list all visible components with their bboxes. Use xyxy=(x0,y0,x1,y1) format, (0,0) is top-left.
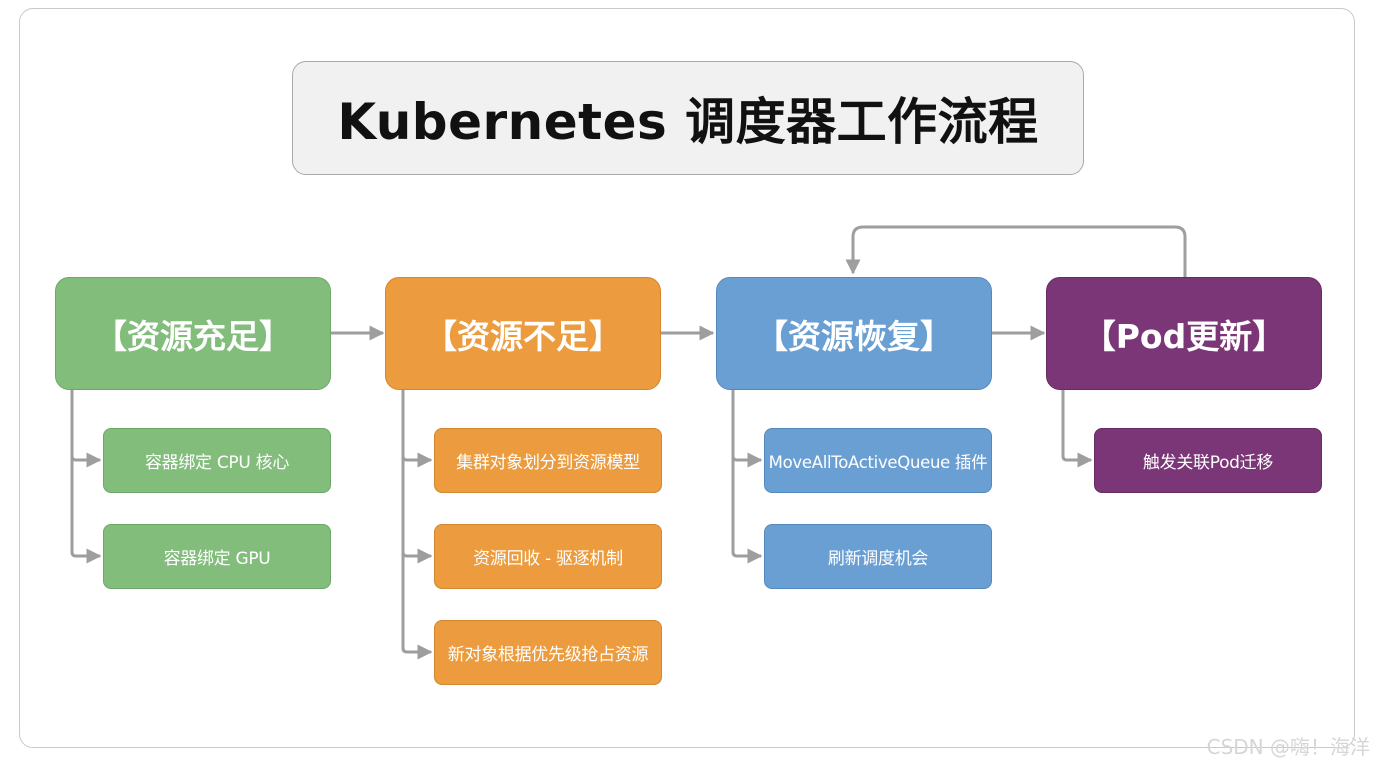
step-box: MoveAllToActiveQueue 插件 xyxy=(764,428,992,493)
step-label: 容器绑定 CPU 核心 xyxy=(144,453,290,473)
stage-label: 【资源不足】 xyxy=(424,316,622,356)
step-label: 容器绑定 GPU xyxy=(163,549,271,569)
diagram-title: Kubernetes 调度器工作流程 xyxy=(337,93,1039,151)
stage-label: 【Pod更新】 xyxy=(1082,316,1286,356)
step-label: 触发关联Pod迁移 xyxy=(1142,453,1274,473)
step-box: 刷新调度机会 xyxy=(764,524,992,589)
step-label: 新对象根据优先级抢占资源 xyxy=(447,645,649,665)
stage-box-resource-sufficient: 【资源充足】 xyxy=(55,277,331,390)
step-label: 资源回收 - 驱逐机制 xyxy=(473,549,623,569)
step-box: 新对象根据优先级抢占资源 xyxy=(434,620,662,685)
watermark: CSDN @嗨！海洋 xyxy=(1206,735,1370,759)
stage-label: 【资源充足】 xyxy=(94,316,292,356)
stage-box-resource-insufficient: 【资源不足】 xyxy=(385,277,661,390)
stage-box-resource-recovery: 【资源恢复】 xyxy=(716,277,992,390)
step-box: 集群对象划分到资源模型 xyxy=(434,428,662,493)
step-box: 触发关联Pod迁移 xyxy=(1094,428,1322,493)
step-box: 容器绑定 GPU xyxy=(103,524,331,589)
step-label: MoveAllToActiveQueue 插件 xyxy=(768,452,988,472)
title-box: Kubernetes 调度器工作流程 xyxy=(292,61,1084,175)
step-box: 资源回收 - 驱逐机制 xyxy=(434,524,662,589)
stage-box-pod-update: 【Pod更新】 xyxy=(1046,277,1322,390)
stage-label: 【资源恢复】 xyxy=(755,316,953,356)
step-label: 刷新调度机会 xyxy=(827,549,929,569)
step-box: 容器绑定 CPU 核心 xyxy=(103,428,331,493)
step-label: 集群对象划分到资源模型 xyxy=(456,453,640,473)
